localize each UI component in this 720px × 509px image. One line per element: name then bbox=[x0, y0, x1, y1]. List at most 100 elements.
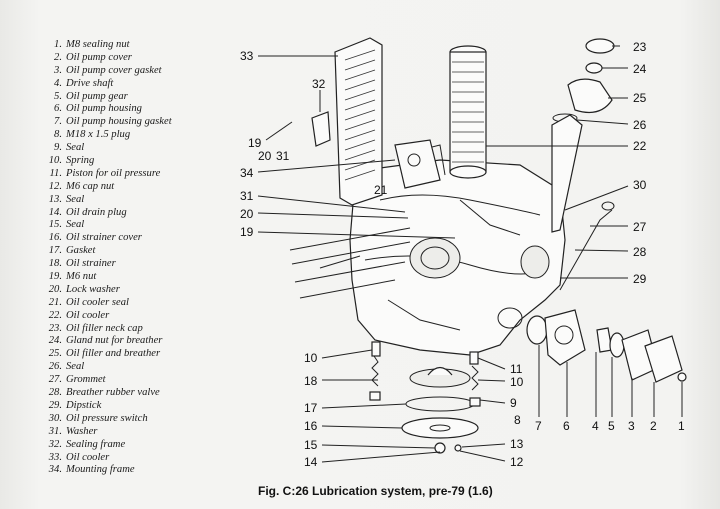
legend-label: Oil cooler bbox=[66, 309, 110, 321]
legend-item: 14.Oil drain plug bbox=[38, 207, 248, 220]
legend-label: Grommet bbox=[66, 374, 106, 386]
callout-31: 31 bbox=[240, 189, 254, 203]
legend-label: Seal bbox=[66, 219, 85, 231]
legend-number: 17. bbox=[48, 245, 62, 257]
legend-item: 8.M18 x 1.5 plug bbox=[38, 129, 248, 142]
legend-number: 34. bbox=[48, 464, 62, 476]
legend-number: 26. bbox=[48, 361, 62, 373]
callout-5: 5 bbox=[608, 419, 615, 433]
legend-number: 14. bbox=[48, 206, 62, 218]
mounting-frame bbox=[394, 139, 441, 189]
callout-7: 7 bbox=[535, 419, 542, 433]
legend-label: Washer bbox=[66, 425, 98, 437]
callout-25: 25 bbox=[633, 91, 647, 105]
legend-number: 11. bbox=[49, 167, 62, 179]
legend-number: 20. bbox=[48, 283, 62, 295]
legend-number: 5. bbox=[54, 90, 62, 102]
callout-11: 11 bbox=[510, 362, 523, 376]
callout-15: 15 bbox=[304, 438, 318, 452]
legend-label: Oil filler neck cap bbox=[66, 322, 143, 334]
legend-item: 2.Oil pump cover bbox=[38, 52, 248, 65]
callout-16: 16 bbox=[304, 419, 318, 433]
legend-item: 6.Oil pump housing bbox=[38, 103, 248, 116]
oil-pump-parts bbox=[526, 309, 687, 383]
callout-numbers: 33 32 19 20 31 34 21 31 20 19 23 24 25 2… bbox=[240, 40, 685, 469]
legend-label: M6 nut bbox=[66, 271, 97, 283]
legend-number: 23. bbox=[48, 322, 62, 334]
callout-32: 32 bbox=[312, 77, 326, 91]
legend-label: Seal bbox=[66, 361, 85, 373]
legend-label: Gasket bbox=[66, 245, 96, 257]
callout-3: 3 bbox=[628, 419, 635, 433]
legend-item: 32.Sealing frame bbox=[38, 439, 248, 452]
legend-item: 23. Oil filler neck cap bbox=[38, 323, 248, 336]
legend-label: Oil filler and breather bbox=[66, 348, 161, 360]
callout-26: 26 bbox=[633, 118, 647, 132]
callout-23: 23 bbox=[633, 40, 647, 54]
oil-cooler-upright bbox=[334, 37, 383, 206]
legend-label: Spring bbox=[66, 155, 95, 167]
callout-12: 12 bbox=[510, 455, 524, 469]
legend-label: Seal bbox=[66, 142, 85, 154]
callout-drop-lines bbox=[538, 345, 683, 417]
leader-lines bbox=[257, 45, 629, 463]
legend-label: Dipstick bbox=[66, 399, 102, 411]
legend-item: 17. Gasket bbox=[38, 245, 248, 258]
callout-18: 18 bbox=[304, 374, 318, 388]
legend-item: 11.Piston for oil pressure bbox=[38, 168, 248, 181]
legend-number: 12. bbox=[48, 180, 62, 192]
oil-filler-assembly bbox=[551, 38, 615, 233]
legend-number: 19. bbox=[48, 271, 62, 283]
legend-label: Oil pump cover bbox=[66, 51, 132, 63]
callout-20: 20 bbox=[258, 149, 272, 163]
callout-2: 2 bbox=[650, 419, 657, 433]
legend-item: 25.Oil filler and breather bbox=[38, 348, 248, 361]
legend-number: 21. bbox=[48, 296, 62, 308]
legend-number: 9. bbox=[54, 142, 62, 154]
dipstick bbox=[559, 201, 615, 291]
legend-item: 13.Seal bbox=[38, 194, 248, 207]
callout-19: 19 bbox=[240, 225, 254, 239]
callout-8: 8 bbox=[514, 413, 521, 427]
legend-label: Oil pump gear bbox=[66, 90, 128, 102]
callout-20: 20 bbox=[240, 207, 254, 221]
legend-item: 7.Oil pump housing gasket bbox=[38, 116, 248, 129]
oil-strainer-stack bbox=[369, 341, 481, 454]
legend-item: 5. Oil pump gear bbox=[38, 91, 248, 104]
callout-28: 28 bbox=[633, 245, 647, 259]
legend-label: Oil strainer cover bbox=[66, 232, 142, 244]
legend-number: 8. bbox=[54, 129, 62, 141]
legend-label: M6 cap nut bbox=[66, 180, 115, 192]
legend-item: 27. Grommet bbox=[38, 374, 248, 387]
legend-item: 28. Breather rubber valve bbox=[38, 387, 248, 400]
legend-label: Mounting frame bbox=[66, 464, 135, 476]
crankcase-studs bbox=[289, 227, 411, 299]
legend-label: Breather rubber valve bbox=[66, 387, 160, 399]
legend-item: 34. Mounting frame bbox=[38, 464, 248, 477]
legend-item: 12. M6 cap nut bbox=[38, 181, 248, 194]
oil-cooler-cylinder bbox=[449, 45, 487, 179]
legend-label: Oil cooler seal bbox=[66, 296, 129, 308]
callout-19: 19 bbox=[248, 136, 262, 150]
legend-label: M8 sealing nut bbox=[66, 39, 130, 50]
legend-item: 24.Gland nut for breather bbox=[38, 335, 248, 348]
legend-number: 28. bbox=[48, 387, 62, 399]
legend-number: 18. bbox=[48, 258, 62, 270]
legend-item: 29.Dipstick bbox=[38, 400, 248, 413]
legend-item: 21. Oil cooler seal bbox=[38, 297, 248, 310]
legend-item: 22. Oil cooler bbox=[38, 310, 248, 323]
legend-number: 15. bbox=[48, 219, 62, 231]
legend-number: 13. bbox=[48, 193, 62, 205]
legend-label: Oil pressure switch bbox=[66, 412, 148, 424]
legend-number: 3. bbox=[54, 64, 62, 76]
legend-number: 22. bbox=[48, 309, 62, 321]
callout-22: 22 bbox=[633, 139, 647, 153]
legend-item: 1. M8 sealing nut bbox=[38, 39, 248, 52]
legend-number: 1. bbox=[54, 39, 62, 50]
legend-number: 31. bbox=[48, 425, 62, 437]
figure-caption: Fig. C:26 Lubrication system, pre-79 (1.… bbox=[258, 484, 493, 498]
legend-item: 4.Drive shaft bbox=[38, 78, 248, 91]
callout-31: 31 bbox=[276, 149, 290, 163]
legend-number: 27. bbox=[48, 374, 62, 386]
